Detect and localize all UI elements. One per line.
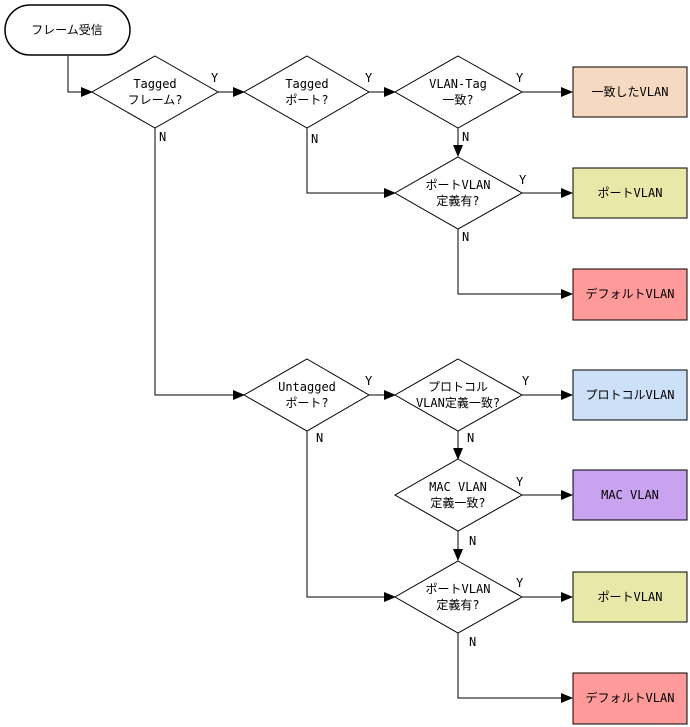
decision-tagged-frame-line2: フレーム? bbox=[128, 93, 183, 107]
result-mac-vlan bbox=[572, 469, 688, 521]
result-default-vlan-1 bbox=[572, 268, 688, 321]
decision-vlan-tag-line1: VLAN-Tag bbox=[429, 77, 487, 91]
result-port-vlan-1-label: ポートVLAN bbox=[598, 186, 663, 200]
decision-port-vlan2-line1: ポートVLAN bbox=[426, 582, 491, 596]
decision-port-vlan-1 bbox=[393, 156, 524, 230]
decision-vlan-tag-match bbox=[393, 55, 524, 129]
label-yes: Y bbox=[522, 374, 530, 388]
decision-tagged-frame bbox=[90, 55, 220, 129]
edge-tagged-port-no bbox=[306, 128, 396, 198]
edge-untagged-port-no bbox=[306, 431, 396, 602]
decision-untagged-port bbox=[242, 358, 370, 432]
decision-port-vlan1-line1: ポートVLAN bbox=[426, 178, 491, 192]
edge-start-to-tagged-frame bbox=[67, 56, 93, 97]
decision-protocol-vlan-line1: プロトコル bbox=[428, 380, 488, 394]
label-yes: Y bbox=[516, 71, 524, 85]
result-matched-vlan bbox=[572, 66, 688, 118]
label-no: N bbox=[311, 132, 318, 146]
decision-protocol-vlan-line2: VLAN定義一致? bbox=[416, 395, 500, 410]
decision-mac-vlan-line1: MAC VLAN bbox=[429, 480, 487, 494]
edge-port-vlan1-no bbox=[457, 229, 573, 299]
decision-port-vlan2-line2: 定義有? bbox=[436, 597, 479, 612]
start-label: フレーム受信 bbox=[31, 23, 103, 37]
decision-port-vlan1-line2: 定義有? bbox=[436, 193, 479, 208]
label-no: N bbox=[159, 130, 166, 144]
result-port-vlan-2 bbox=[572, 571, 688, 623]
decision-mac-vlan-line2: 定義一致? bbox=[430, 495, 485, 510]
label-no: N bbox=[469, 534, 476, 548]
decision-port-vlan-2 bbox=[393, 560, 524, 634]
result-mac-vlan-label: MAC VLAN bbox=[601, 488, 659, 502]
edge-tagged-frame-no bbox=[154, 128, 245, 400]
result-default-vlan-1-label: デフォルトVLAN bbox=[586, 286, 675, 301]
decision-tagged-frame-line1: Tagged bbox=[133, 77, 176, 91]
result-port-vlan-2-label: ポートVLAN bbox=[598, 590, 663, 604]
result-protocol-vlan-label: プロトコルVLAN bbox=[586, 388, 675, 402]
label-no: N bbox=[316, 431, 323, 445]
decision-mac-vlan bbox=[393, 458, 524, 532]
label-yes: Y bbox=[365, 374, 373, 388]
label-no: N bbox=[462, 130, 469, 144]
label-yes: Y bbox=[519, 173, 527, 187]
decision-untagged-port-line1: Untagged bbox=[278, 380, 336, 394]
result-protocol-vlan bbox=[572, 369, 688, 421]
result-default-vlan-2 bbox=[572, 672, 688, 725]
result-port-vlan-1 bbox=[572, 167, 688, 219]
decision-protocol-vlan bbox=[393, 358, 524, 432]
label-yes: Y bbox=[211, 71, 219, 85]
decision-tagged-port bbox=[242, 55, 370, 129]
result-matched-vlan-label: 一致したVLAN bbox=[592, 85, 669, 99]
decision-tagged-port-line1: Tagged bbox=[285, 77, 328, 91]
result-default-vlan-2-label: デフォルトVLAN bbox=[586, 690, 675, 705]
label-yes: Y bbox=[516, 576, 524, 590]
label-no: N bbox=[469, 635, 476, 649]
decision-tagged-port-line2: ポート? bbox=[285, 93, 328, 107]
edge-port-vlan2-no bbox=[457, 633, 573, 703]
label-no: N bbox=[462, 230, 469, 244]
label-no: N bbox=[467, 431, 474, 445]
decision-untagged-port-line2: ポート? bbox=[285, 396, 328, 410]
decision-vlan-tag-line2: 一致? bbox=[442, 93, 473, 107]
start-node: フレーム受信 bbox=[4, 4, 131, 56]
label-yes: Y bbox=[365, 71, 373, 85]
label-yes: Y bbox=[516, 475, 524, 489]
